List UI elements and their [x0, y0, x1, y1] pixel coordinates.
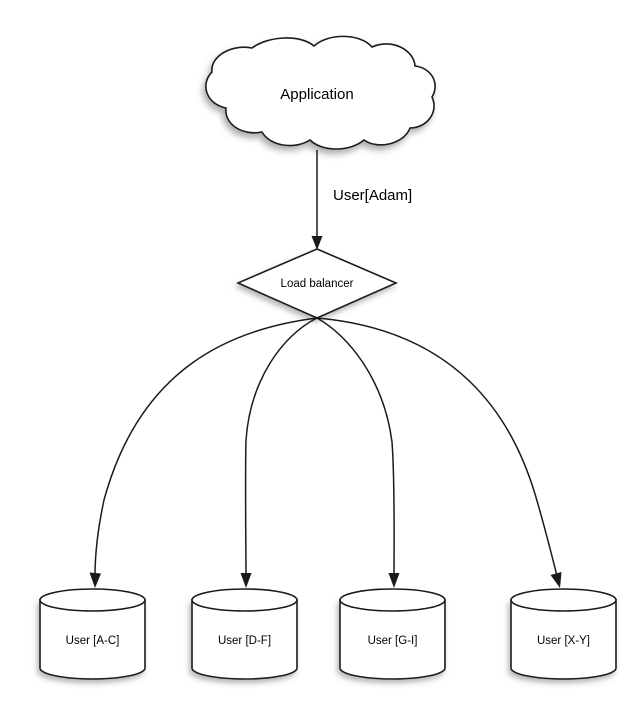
cylinder-top-ellipse	[191, 588, 298, 612]
arrowhead-icon	[388, 573, 400, 588]
edge-balancer-to-db-x-y	[316, 317, 562, 588]
edge-line-db-g-i	[316, 317, 395, 577]
edge-balancer-to-db-d-f	[240, 317, 318, 588]
arrowhead-icon	[240, 573, 252, 588]
edge-balancer-to-db-a-c	[89, 317, 318, 588]
arrowhead-icon	[311, 236, 323, 250]
node-database-d-f[interactable]: User [D-F]	[191, 588, 298, 680]
database-label: User [D-F]	[218, 635, 271, 647]
edge-line-db-a-c	[94, 317, 318, 577]
database-label: User [G-I]	[368, 635, 418, 647]
arrowhead-icon	[89, 572, 101, 588]
node-application-cloud[interactable]: Application	[205, 35, 436, 150]
node-database-a-c[interactable]: User [A-C]	[39, 588, 146, 680]
edge-label-user-adam: User[Adam]	[333, 187, 412, 204]
edge-line-db-d-f	[244, 317, 318, 577]
node-database-x-y[interactable]: User [X-Y]	[510, 588, 617, 680]
arrowhead-icon	[550, 572, 562, 588]
edge-balancer-to-db-g-i	[316, 317, 400, 588]
cylinder-top-ellipse	[339, 588, 446, 612]
cloud-label: Application	[280, 86, 353, 103]
node-database-g-i[interactable]: User [G-I]	[339, 588, 446, 680]
node-load-balancer[interactable]: Load balancer	[236, 248, 398, 319]
edge-application-to-balancer: User[Adam]	[311, 150, 412, 250]
database-label: User [X-Y]	[537, 635, 590, 647]
cylinder-top-ellipse	[510, 588, 617, 612]
balancer-label: Load balancer	[281, 278, 354, 290]
database-label: User [A-C]	[66, 635, 120, 647]
edge-line-db-x-y	[316, 317, 558, 577]
cylinder-top-ellipse	[39, 588, 146, 612]
